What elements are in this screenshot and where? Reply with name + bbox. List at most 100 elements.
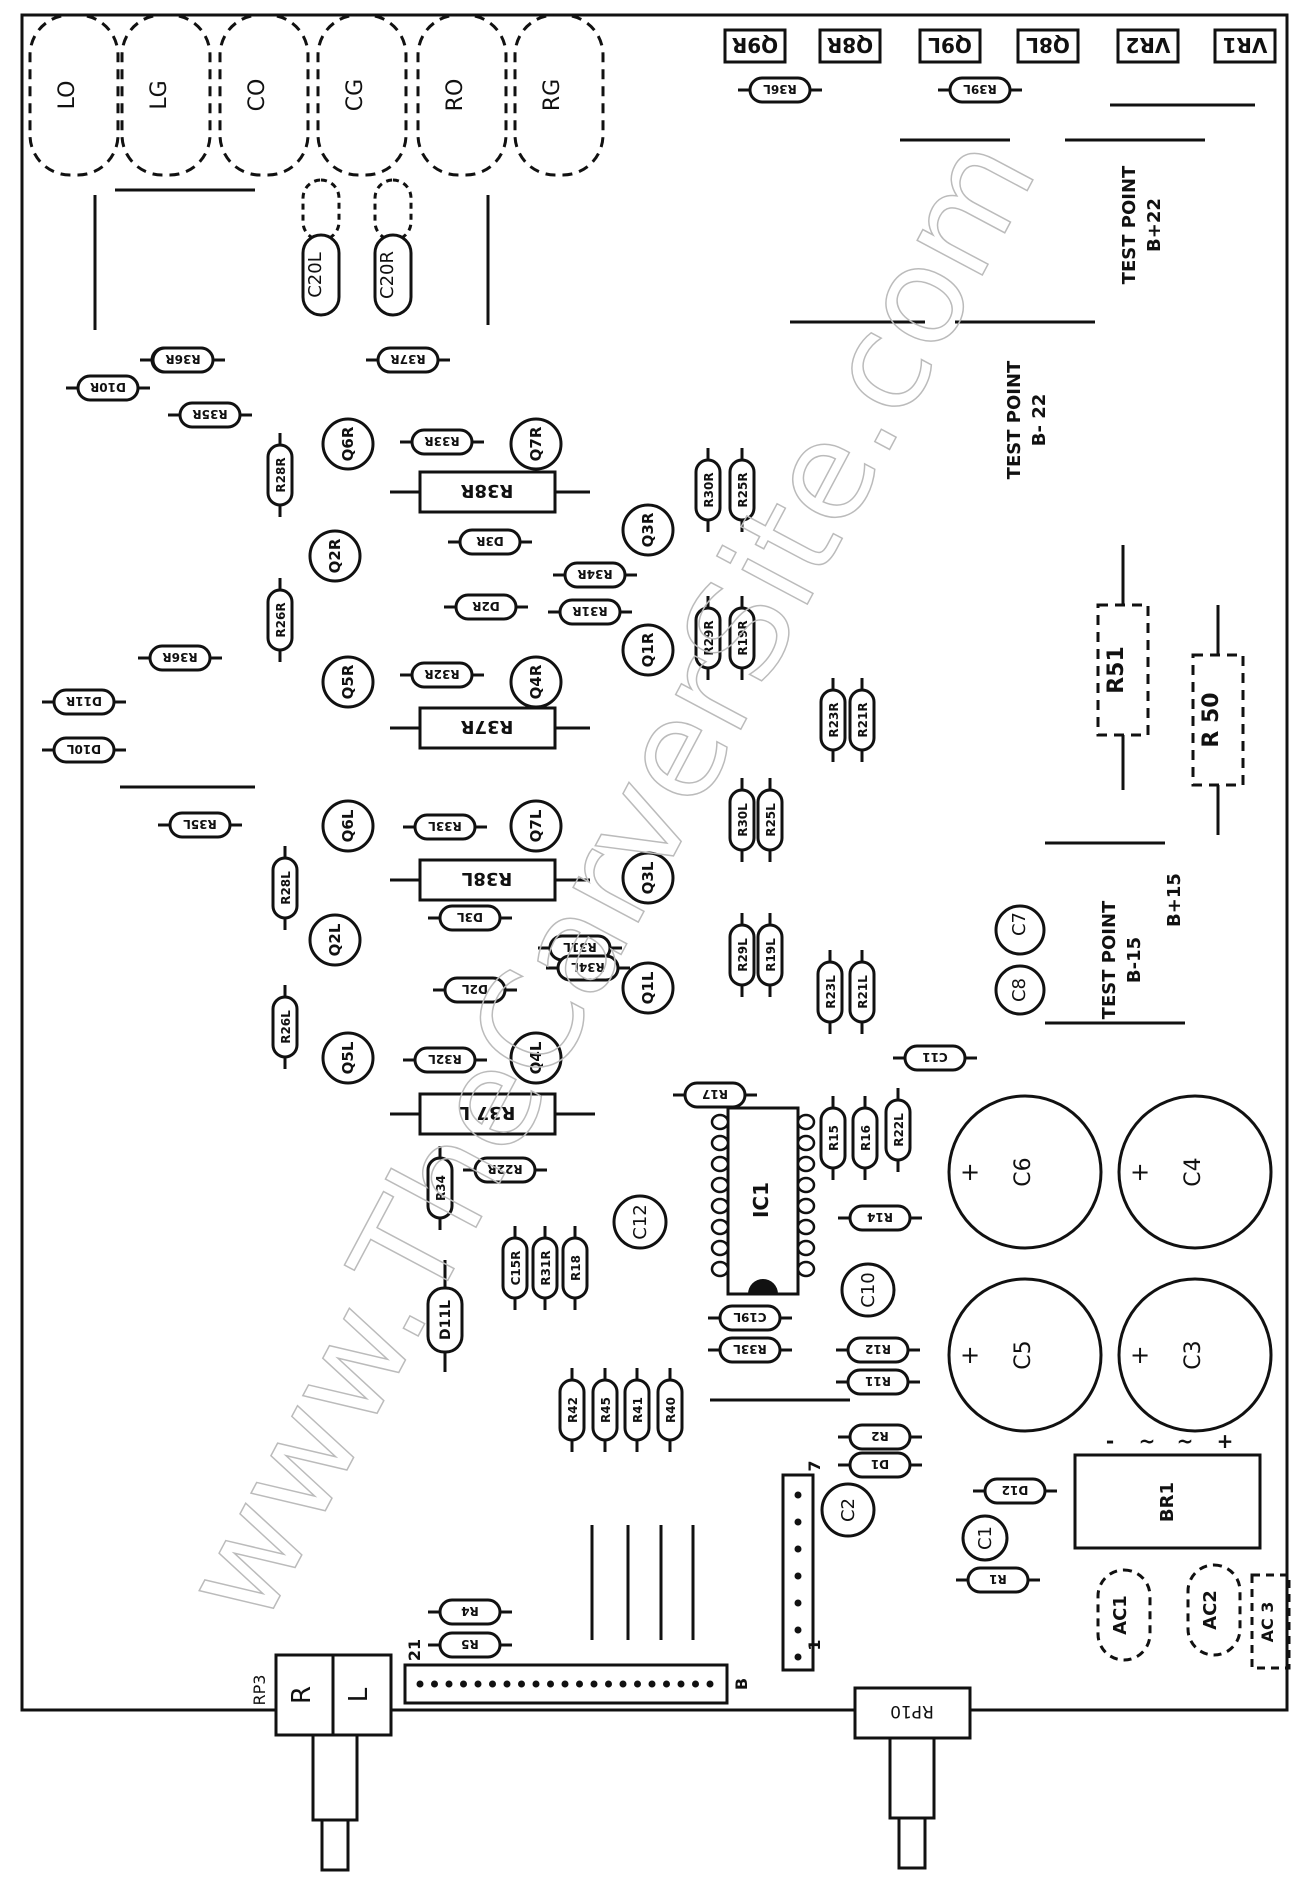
svg-text:D12: D12 (1002, 1483, 1029, 1497)
resistor-c15r: C15R (501, 1226, 529, 1310)
svg-text:R31R: R31R (539, 1250, 553, 1285)
svg-text:D10L: D10L (66, 742, 101, 756)
header-pin (460, 1680, 467, 1688)
resistor-r33r: R33R (400, 428, 484, 456)
bridge-rectifier: BR1 - ~ ~ + (1073, 1429, 1262, 1550)
resistor-r19l: R19L (756, 913, 784, 997)
svg-text:+: + (960, 1341, 980, 1369)
capacitor-c20 (301, 178, 413, 317)
resistor-r33l: R33L (708, 1336, 792, 1364)
svg-text:+: + (1130, 1341, 1150, 1369)
svg-text:D10R: D10R (90, 380, 126, 394)
svg-text:RP10: RP10 (890, 1701, 934, 1721)
svg-text:Q9L: Q9L (928, 33, 972, 57)
ic-pin (796, 1155, 816, 1173)
header-pin (794, 1626, 802, 1634)
svg-text:R31R: R31R (572, 604, 607, 618)
svg-text:R26L: R26L (279, 1010, 293, 1044)
resistor-r30r: R30R (694, 448, 722, 532)
resistor-c19l: C19L (708, 1304, 792, 1332)
svg-text:R29L: R29L (736, 938, 750, 972)
cap-label: C20L (305, 252, 326, 298)
svg-text:+: + (1217, 1429, 1234, 1453)
header-pin (706, 1680, 714, 1688)
ic-pin (710, 1239, 730, 1257)
svg-text:R35R: R35R (192, 407, 227, 421)
svg-text:R38R: R38R (460, 480, 513, 501)
resistor-r40: R40 (656, 1368, 684, 1452)
svg-text:C15R: C15R (509, 1251, 523, 1286)
board-outline (20, 13, 1289, 1712)
svg-text:C11: C11 (922, 1050, 948, 1064)
svg-text:R41: R41 (631, 1397, 645, 1423)
svg-text:C7: C7 (1009, 912, 1030, 936)
svg-text:R2: R2 (871, 1429, 889, 1443)
resistor-r21l: R21L (848, 950, 876, 1034)
header-pin (605, 1680, 612, 1688)
resistor-r29r: R29R (694, 596, 722, 680)
power-resistors (1096, 545, 1245, 835)
resistor-r22r: R22R (463, 1156, 547, 1184)
test-point-sub: B+22 (1144, 198, 1165, 252)
header-pin (794, 1599, 802, 1607)
resistor-r28r: R28R (266, 433, 294, 517)
header-pin (663, 1680, 670, 1688)
resistor-r41: R41 (623, 1368, 651, 1452)
svg-text:D3L: D3L (457, 910, 483, 924)
svg-text:R34: R34 (434, 1175, 448, 1201)
ic-pin (710, 1218, 730, 1236)
test-point-sub: B-15 (1124, 937, 1145, 983)
svg-text:+: + (1130, 1158, 1150, 1186)
svg-text:R42: R42 (566, 1397, 580, 1423)
svg-text:R18: R18 (569, 1255, 583, 1281)
svg-text:C3: C3 (1181, 1340, 1206, 1369)
svg-text:R28L: R28L (279, 871, 293, 905)
svg-text:R1: R1 (989, 1572, 1007, 1586)
test-point-title: TEST POINT (1119, 165, 1140, 284)
svg-text:R36L: R36L (763, 82, 797, 96)
ic-pin (796, 1113, 816, 1131)
svg-text:R26R: R26R (274, 602, 288, 637)
test-point-title: TEST POINT (1004, 360, 1025, 479)
resistor-r29l: R29L (728, 913, 756, 997)
resistor-d3l: D3L (428, 904, 512, 932)
svg-text:R36R: R36R (162, 650, 197, 664)
test-point-sub: B- 22 (1029, 394, 1050, 447)
boxed-resistors: R38R R37R R38L R37 L (390, 470, 595, 1136)
svg-text:C19L: C19L (733, 1310, 767, 1324)
resistor-r36r: R36R (138, 644, 222, 672)
resistor-r15: R15 (819, 1096, 847, 1180)
header-pin (794, 1491, 802, 1499)
svg-text:R5: R5 (461, 1637, 479, 1651)
svg-text:R33R: R33R (424, 434, 459, 448)
svg-text:Q6R: Q6R (339, 426, 357, 461)
svg-text:Q3L: Q3L (639, 861, 657, 894)
header-pin (431, 1680, 438, 1688)
ic-pin (796, 1260, 816, 1278)
svg-text:R28R: R28R (274, 457, 288, 492)
svg-text:BR1: BR1 (1157, 1482, 1178, 1522)
svg-text:Q4R: Q4R (527, 664, 545, 699)
svg-text:R37R: R37R (390, 352, 425, 366)
svg-text:C4: C4 (1181, 1157, 1206, 1186)
resistor-d2l: D2L (433, 976, 517, 1004)
svg-text:R30R: R30R (702, 472, 716, 507)
svg-text:C5: C5 (1011, 1340, 1036, 1369)
resistor-r25r: R25R (728, 448, 756, 532)
svg-text:Q1R: Q1R (639, 632, 657, 667)
pad-label: RG (540, 79, 565, 111)
ic-pin (796, 1197, 816, 1215)
svg-text:C6: C6 (1011, 1157, 1036, 1186)
pad-label: RO (443, 79, 468, 112)
ic-pin (796, 1134, 816, 1152)
header-pin (677, 1680, 685, 1688)
resistor-r1: R1 (956, 1566, 1040, 1594)
resistor-r45: R45 (591, 1368, 619, 1452)
header-pin (489, 1680, 496, 1688)
resistor-r36r: R36R (141, 346, 225, 374)
r50-label: R 50 (1199, 692, 1224, 747)
svg-text:D3R: D3R (476, 534, 504, 548)
svg-text:R19L: R19L (764, 938, 778, 972)
resistor-r37r: R37R (366, 346, 450, 374)
